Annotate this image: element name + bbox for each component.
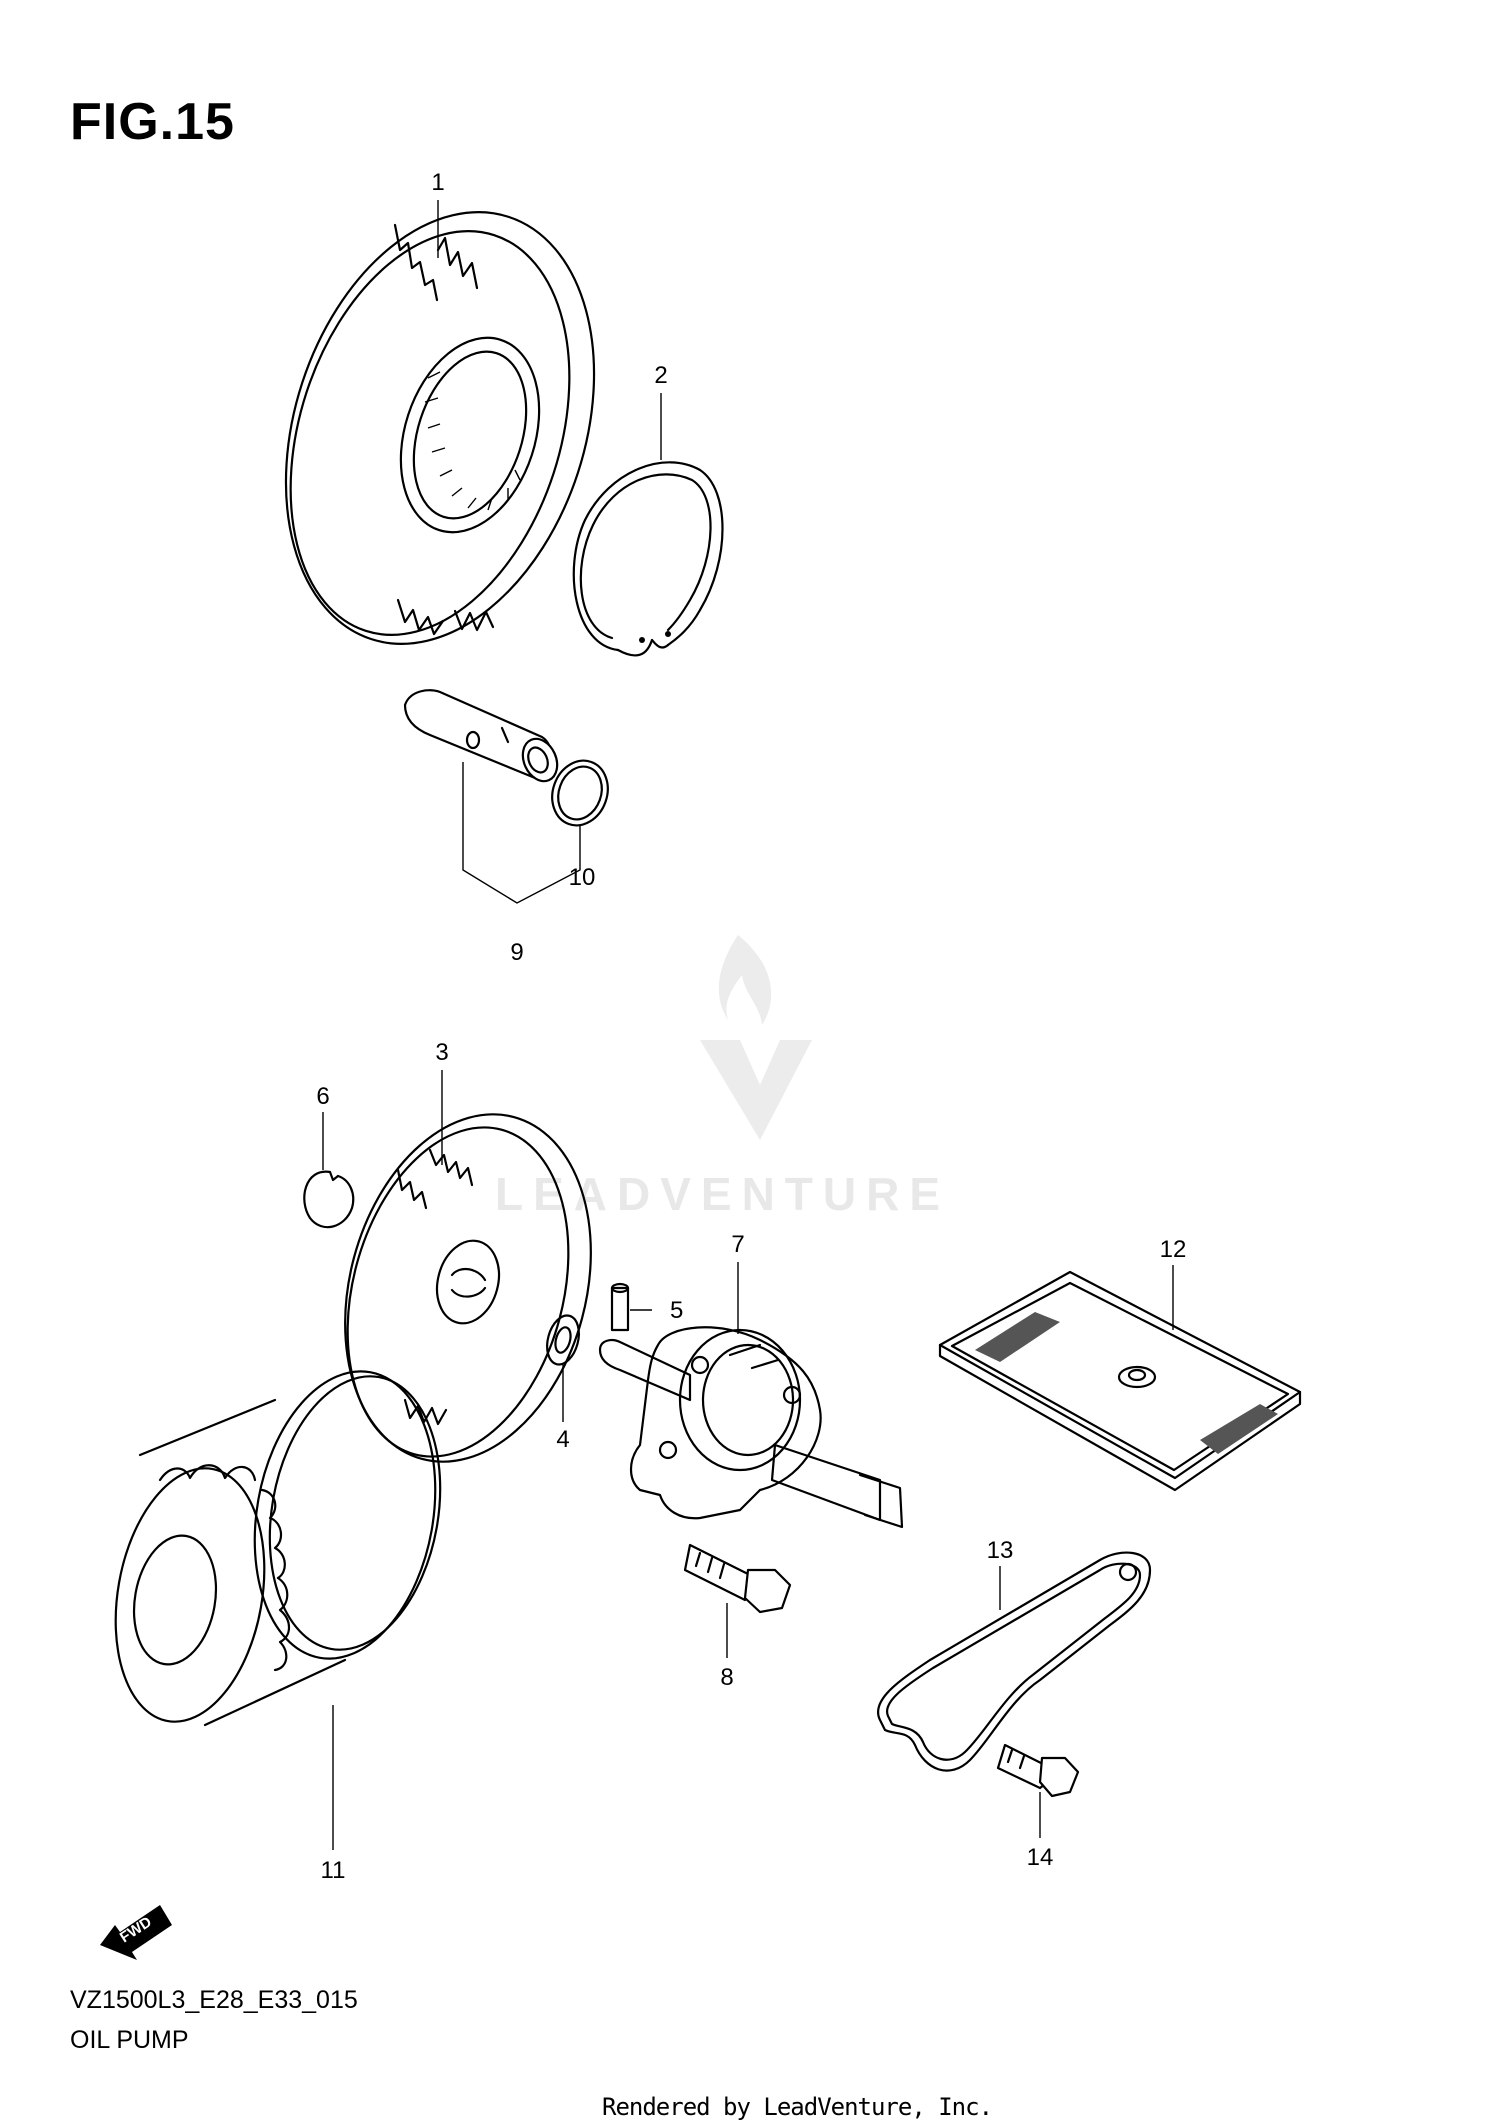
callout-12[interactable]: 12 <box>1160 1236 1187 1263</box>
callout-4[interactable]: 4 <box>556 1426 569 1453</box>
part-4-washer[interactable] <box>542 1312 584 1368</box>
callout-5[interactable]: 5 <box>670 1297 683 1324</box>
callout-labels: 1 2 3 4 5 6 7 8 9 10 11 12 13 14 <box>316 169 1186 1884</box>
part-2-circlip[interactable] <box>572 461 724 657</box>
fwd-arrow-icon: FWD <box>100 1905 172 1960</box>
part-14-bolt[interactable] <box>996 1743 1080 1798</box>
part-13-gasket[interactable] <box>877 1551 1152 1772</box>
callout-14[interactable]: 14 <box>1027 1844 1054 1871</box>
callout-6[interactable]: 6 <box>316 1083 329 1110</box>
figure-title: FIG.15 <box>70 93 235 151</box>
callout-7[interactable]: 7 <box>731 1231 744 1258</box>
part-1-gear[interactable] <box>233 172 646 684</box>
watermark-logo: LEADVENTURE <box>495 935 950 1220</box>
callout-2[interactable]: 2 <box>654 362 667 389</box>
callout-9[interactable]: 9 <box>510 939 523 966</box>
model-code: VZ1500L3_E28_E33_015 <box>70 1986 358 2014</box>
part-9-shaft[interactable] <box>403 689 564 786</box>
callout-1[interactable]: 1 <box>431 169 444 196</box>
part-3-gear[interactable] <box>308 1086 628 1489</box>
rendered-by-credit: Rendered by LeadVenture, Inc. <box>602 2093 993 2121</box>
callout-11[interactable]: 11 <box>321 1857 346 1884</box>
part-7-oil-pump[interactable] <box>598 1326 904 1529</box>
diagram-name: OIL PUMP <box>70 2026 189 2054</box>
part-6-circlip[interactable] <box>303 1170 355 1229</box>
part-5-pin[interactable] <box>610 1282 630 1332</box>
callout-13[interactable]: 13 <box>987 1537 1014 1564</box>
callout-8[interactable]: 8 <box>720 1664 733 1691</box>
part-8-bolt[interactable] <box>683 1543 792 1614</box>
callout-10[interactable]: 10 <box>569 864 596 891</box>
callout-3[interactable]: 3 <box>435 1039 448 1066</box>
part-10-o-ring[interactable] <box>543 753 616 833</box>
part-12-strainer[interactable] <box>938 1270 1302 1492</box>
leader-lines <box>322 200 1174 1850</box>
part-11-oil-filter[interactable] <box>97 1357 461 1734</box>
watermark-text: LEADVENTURE <box>495 1168 950 1220</box>
